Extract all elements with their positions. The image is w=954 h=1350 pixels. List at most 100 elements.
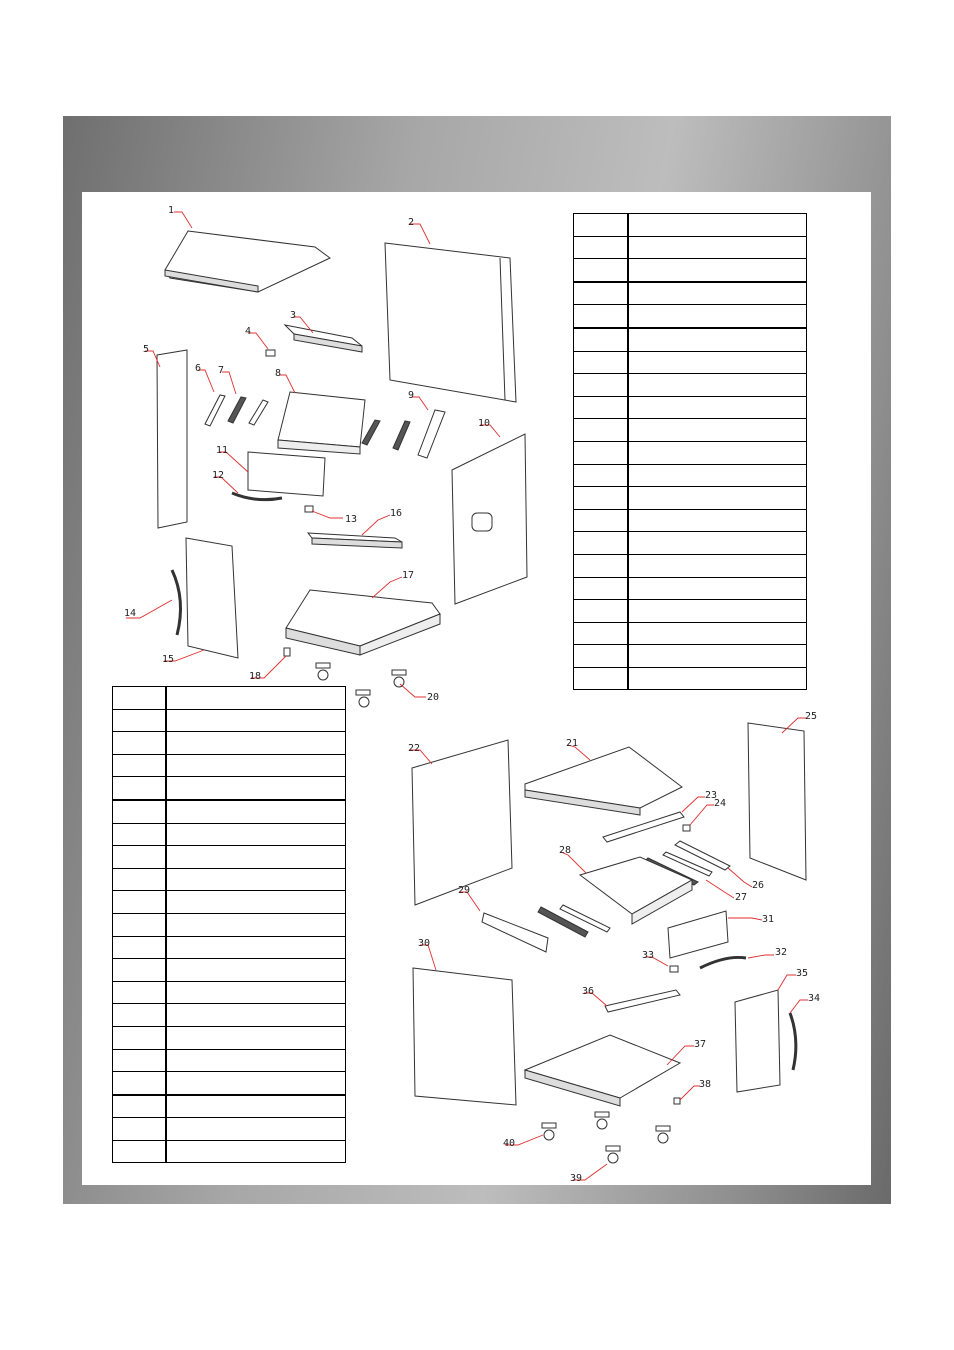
table-row <box>573 599 807 623</box>
table-row <box>112 1025 346 1050</box>
table-row <box>112 958 346 982</box>
callout-25: 25 <box>805 711 817 722</box>
part-description-cell <box>627 666 807 691</box>
part-description-cell <box>165 799 346 824</box>
callout-8: 8 <box>275 368 281 379</box>
part-description-cell <box>165 1139 346 1164</box>
table-row <box>112 708 346 733</box>
part-number-cell <box>573 508 629 533</box>
part-description-cell <box>165 935 346 960</box>
part-11-drawer-front <box>247 451 326 497</box>
table-row <box>573 486 807 510</box>
table-row <box>573 553 807 578</box>
part-description-cell <box>165 822 346 847</box>
part-number-cell <box>112 1094 167 1119</box>
part-22-side-panel <box>411 739 513 906</box>
callout-32: 32 <box>775 947 787 958</box>
part-number-cell <box>112 799 167 824</box>
part-number-cell <box>112 912 167 937</box>
part-description-cell <box>165 1071 346 1096</box>
table-row <box>112 799 346 824</box>
part-casters-upper <box>315 662 407 708</box>
part-description-cell <box>165 958 346 982</box>
part-30-door <box>412 967 517 1106</box>
table-row <box>112 1003 346 1027</box>
part-description-cell <box>627 531 807 555</box>
part-description-cell <box>165 867 346 892</box>
part-17-bottom-panel <box>285 589 441 656</box>
part-15-door <box>185 537 239 659</box>
callout-24: 24 <box>714 798 726 809</box>
part-24-bracket <box>682 824 691 832</box>
table-row <box>112 935 346 960</box>
part-number-cell <box>573 281 629 306</box>
part-1-top-panel <box>164 230 331 293</box>
callout-3: 3 <box>290 310 296 321</box>
callout-20: 20 <box>427 692 439 703</box>
part-number-cell <box>112 1048 167 1073</box>
table-row <box>573 304 807 329</box>
part-number-cell <box>573 373 629 397</box>
callout-21: 21 <box>566 738 578 749</box>
part-number-cell <box>112 1117 167 1141</box>
part-number-cell <box>112 1139 167 1164</box>
part-36-rail <box>604 989 681 1013</box>
part-description-cell <box>627 486 807 510</box>
table-row <box>573 213 807 237</box>
part-number-cell <box>573 327 629 352</box>
table-row <box>112 1139 346 1164</box>
part-number-cell <box>112 753 167 778</box>
callout-38: 38 <box>699 1079 711 1090</box>
part-description-cell <box>627 463 807 488</box>
part-description-cell <box>627 621 807 646</box>
part-description-cell <box>165 1025 346 1050</box>
table-row <box>112 731 346 755</box>
part-21-top-panel <box>524 746 683 816</box>
callout-labels: 1 2 3 4 5 6 7 8 9 10 11 12 13 14 15 16 1… <box>124 205 820 1184</box>
part-description-cell <box>627 213 807 237</box>
part-25-side-panel <box>747 722 807 881</box>
callout-7: 7 <box>218 365 224 376</box>
part-description-cell <box>627 373 807 397</box>
part-number-cell <box>573 553 629 578</box>
part-description-cell <box>165 845 346 869</box>
part-description-cell <box>627 281 807 306</box>
table-row <box>112 890 346 914</box>
part-2-back-panel <box>384 242 517 403</box>
table-row <box>573 281 807 306</box>
table-row <box>573 644 807 668</box>
callout-10: 10 <box>478 418 490 429</box>
table-row <box>573 418 807 442</box>
callout-34: 34 <box>808 993 820 1004</box>
part-number-cell <box>573 599 629 623</box>
callout-1: 1 <box>168 205 174 216</box>
callout-23: 23 <box>705 790 717 801</box>
part-description-cell <box>165 912 346 937</box>
callout-9: 9 <box>408 390 414 401</box>
part-number-cell <box>112 1025 167 1050</box>
table-row <box>112 912 346 937</box>
part-description-cell <box>165 1117 346 1141</box>
part-number-cell <box>573 486 629 510</box>
part-description-cell <box>627 418 807 442</box>
part-description-cell <box>627 235 807 260</box>
part-description-cell <box>165 776 346 801</box>
part-35-door <box>734 989 781 1093</box>
part-description-cell <box>627 258 807 283</box>
table-row <box>573 508 807 533</box>
part-number-cell <box>112 1003 167 1027</box>
callout-28: 28 <box>559 845 571 856</box>
part-13-bracket <box>304 505 314 513</box>
table-row <box>112 845 346 869</box>
table-row <box>573 531 807 555</box>
callout-22: 22 <box>408 743 420 754</box>
part-29-rail <box>481 912 549 953</box>
part-number-cell <box>112 980 167 1005</box>
callout-16: 16 <box>390 508 402 519</box>
part-number-cell <box>112 1071 167 1096</box>
part-number-cell <box>112 845 167 869</box>
part-number-cell <box>573 463 629 488</box>
callout-36: 36 <box>582 986 594 997</box>
part-description-cell <box>165 890 346 914</box>
part-26-rail <box>674 840 731 871</box>
